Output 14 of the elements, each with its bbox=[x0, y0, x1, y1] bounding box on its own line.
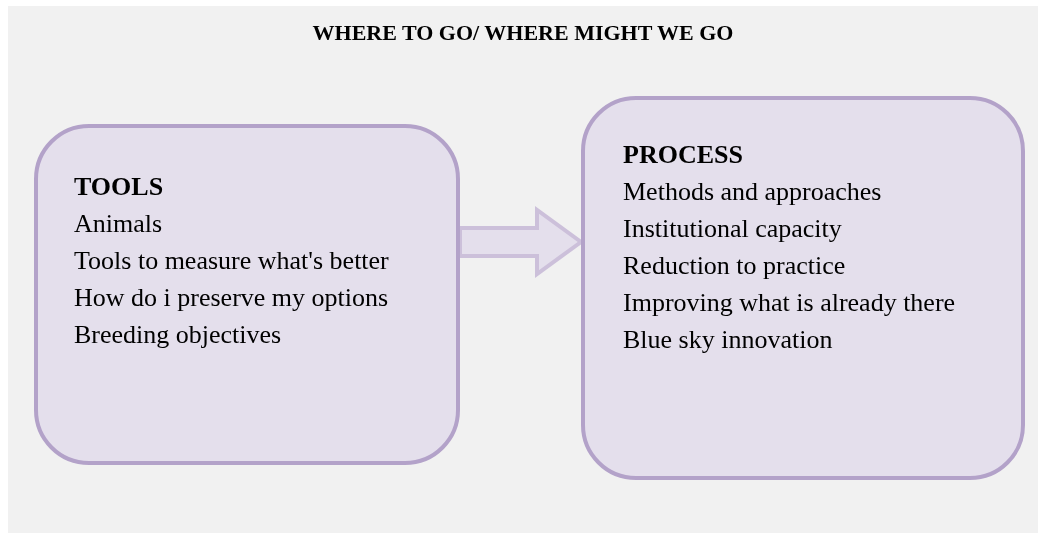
box-heading: TOOLS bbox=[74, 171, 164, 203]
list-item: Tools to measure what's better bbox=[74, 245, 389, 277]
list-item: How do i preserve my options bbox=[74, 282, 389, 314]
list-item: Methods and approaches bbox=[623, 176, 882, 208]
box-heading: PROCESS bbox=[623, 139, 743, 171]
list-item: Institutional capacity bbox=[623, 213, 842, 245]
list-item: Animals bbox=[74, 208, 163, 240]
rounded-box bbox=[581, 96, 1025, 480]
rounded-box bbox=[34, 124, 460, 465]
list-item: Breeding objectives bbox=[74, 319, 282, 351]
list-item: Improving what is already there bbox=[623, 287, 956, 319]
list-item: Blue sky innovation bbox=[623, 324, 833, 356]
list-item: Reduction to practice bbox=[623, 250, 846, 282]
title: WHERE TO GO/ WHERE MIGHT WE GO bbox=[312, 20, 734, 46]
